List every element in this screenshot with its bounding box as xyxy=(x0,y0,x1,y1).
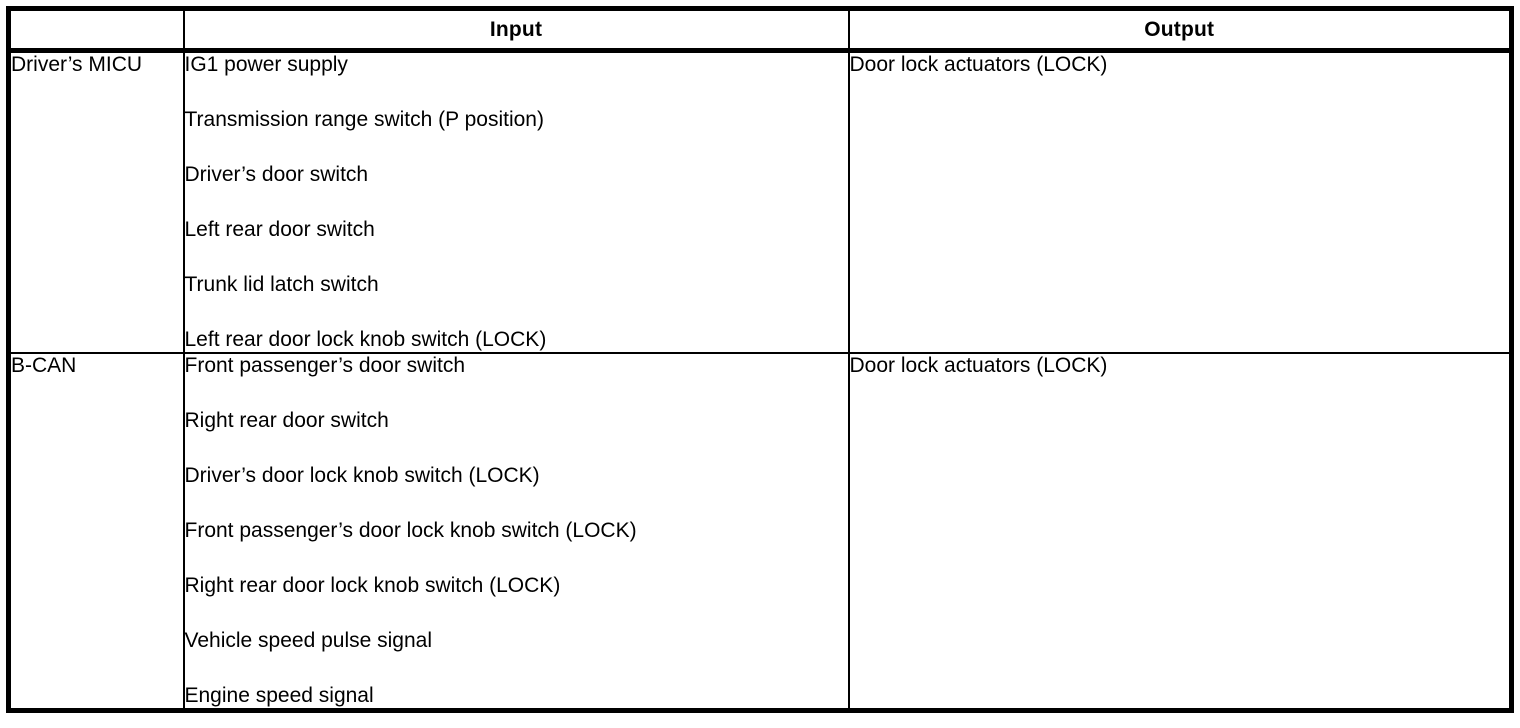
list-item: Front passenger’s door switch xyxy=(184,354,466,377)
output-item: Door lock actuators (LOCK) xyxy=(849,354,1108,377)
output-cell-bcan: Door lock actuators (LOCK) xyxy=(848,352,1512,711)
list-item: Trunk lid latch switch xyxy=(184,273,379,296)
output-item: Door lock actuators (LOCK) xyxy=(849,53,1108,76)
system-label-micu: Driver’s MICU xyxy=(8,50,185,353)
input-list-bcan: Front passenger’s door switch Right rear… xyxy=(185,354,848,708)
header-output: Output xyxy=(848,8,1512,53)
input-cell-micu: IG1 power supply Transmission range swit… xyxy=(183,50,850,353)
list-item: Driver’s door switch xyxy=(184,163,369,186)
list-item: Right rear door lock knob switch (LOCK) xyxy=(184,574,561,597)
table-header: Input Output xyxy=(8,8,1512,53)
list-item: Front passenger’s door lock knob switch … xyxy=(184,519,637,542)
output-cell-micu: Door lock actuators (LOCK) xyxy=(848,50,1512,353)
list-item: Engine speed signal xyxy=(184,684,374,707)
table-body: Driver’s MICU IG1 power supply Transmiss… xyxy=(8,50,1512,711)
list-item: Left rear door switch xyxy=(184,218,375,241)
header-row: Input Output xyxy=(8,8,1512,53)
list-item: Driver’s door lock knob switch (LOCK) xyxy=(184,464,540,487)
input-cell-bcan: Front passenger’s door switch Right rear… xyxy=(183,352,850,711)
header-input: Input xyxy=(183,8,850,53)
input-output-table: Input Output Driver’s MICU IG1 power sup… xyxy=(6,6,1514,713)
list-item: Transmission range switch (P position) xyxy=(184,108,544,131)
list-item: Right rear door switch xyxy=(184,409,389,432)
list-item: IG1 power supply xyxy=(184,53,348,76)
header-system-blank xyxy=(8,8,185,53)
table-row: Driver’s MICU IG1 power supply Transmiss… xyxy=(8,50,1512,353)
table-row: B-CAN Front passenger’s door switch Righ… xyxy=(8,352,1512,711)
list-item: Vehicle speed pulse signal xyxy=(184,629,433,652)
system-label-bcan: B-CAN xyxy=(8,352,185,711)
input-list-micu: IG1 power supply Transmission range swit… xyxy=(185,53,848,352)
list-item: Left rear door lock knob switch (LOCK) xyxy=(184,328,547,351)
